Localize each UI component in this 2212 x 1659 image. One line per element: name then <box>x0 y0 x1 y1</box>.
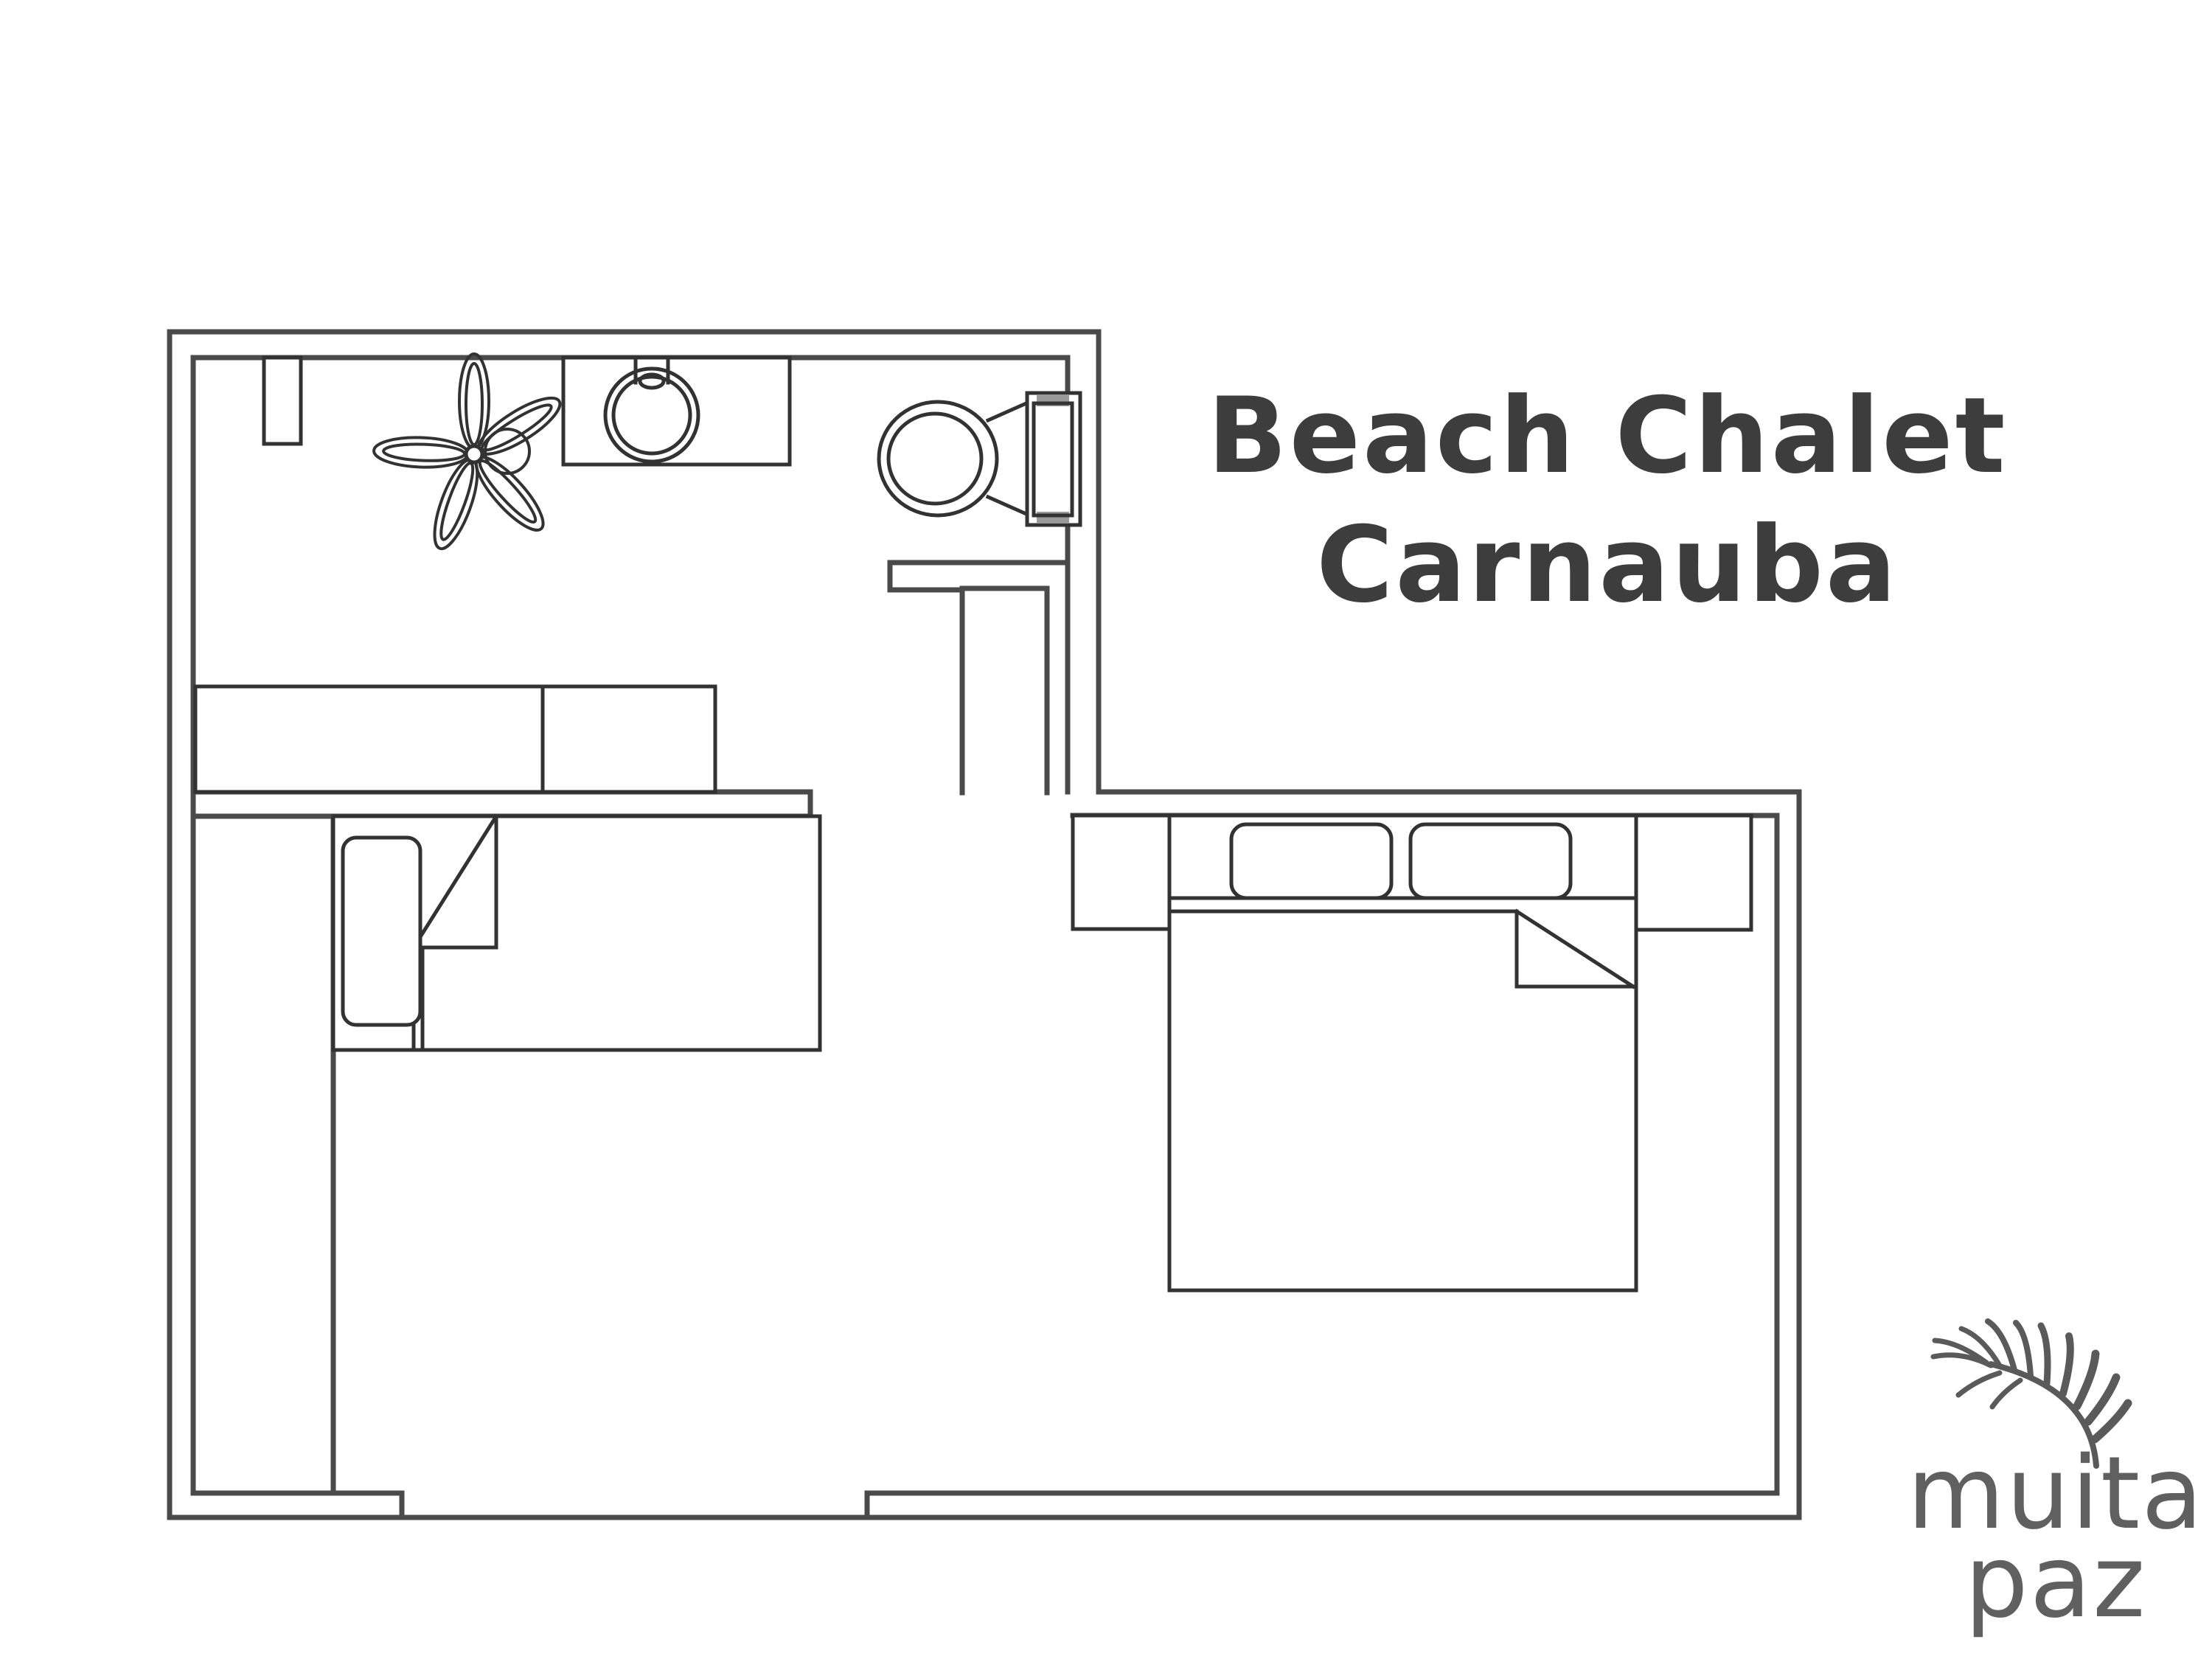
plan-title: Beach Chalet Carnauba <box>1207 375 2007 626</box>
logo-word-2: paz <box>1964 1524 2146 1641</box>
double-bed-icon <box>1167 813 1638 1293</box>
single-bed-icon <box>331 813 822 1052</box>
pillow <box>1408 822 1573 900</box>
title-line-2: Carnauba <box>1316 504 1899 626</box>
toilet-icon <box>877 391 1082 527</box>
palm-frond-icon <box>1930 1318 2132 1469</box>
sink-icon <box>561 355 792 467</box>
wall-stub <box>262 355 303 446</box>
nightstand-icon-left <box>1071 813 1172 931</box>
logo-word-1: muita <box>1907 1436 2204 1552</box>
brand-logo: muita paz <box>1907 1318 2204 1641</box>
ceiling-fan-icon <box>372 352 562 551</box>
pillow <box>1229 822 1394 900</box>
title-line-1: Beach Chalet <box>1207 375 2007 497</box>
closet-icon <box>193 684 717 794</box>
nightstand-icon-right <box>1634 813 1753 932</box>
pillow <box>341 835 422 1027</box>
